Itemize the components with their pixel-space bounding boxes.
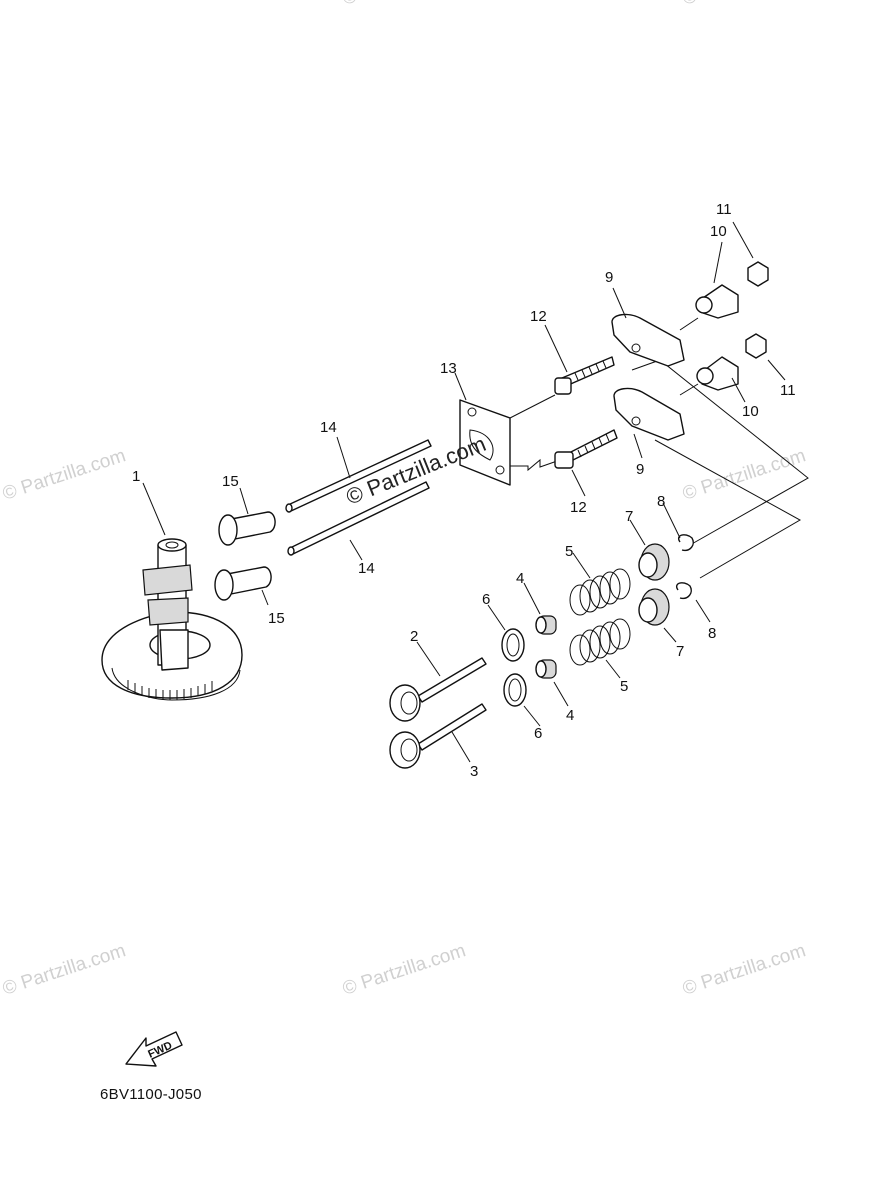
- callout-7: 7: [676, 643, 684, 660]
- callout-6: 6: [534, 725, 542, 742]
- callout-11: 11: [780, 382, 796, 399]
- callouts: 1 2 3 4 4 5 5 6 6 7 7 8 8 9 9 10 10 11 1…: [132, 201, 796, 780]
- stem-seal-part-4: [535, 615, 557, 679]
- rocker-arm-part-9: [611, 313, 685, 441]
- valve-lifter-part-15: [214, 511, 276, 601]
- gear-teeth: [127, 680, 213, 700]
- callout-2: 2: [410, 628, 418, 645]
- callout-15: 15: [268, 610, 285, 627]
- watermark: © Partzilla.com: [340, 940, 468, 1000]
- callout-6: 6: [482, 591, 490, 608]
- collet-part-8: [676, 534, 694, 600]
- camshaft-part-1: [101, 538, 243, 701]
- callout-7: 7: [625, 508, 633, 525]
- stud-part-12: [554, 356, 618, 469]
- watermark: © Partzilla.com: [680, 445, 808, 505]
- callout-1: 1: [132, 468, 140, 485]
- callout-14: 14: [358, 560, 375, 577]
- callout-13: 13: [440, 360, 457, 377]
- gasket-part-13: [459, 399, 511, 486]
- watermark: © Partzilla.com: [0, 940, 128, 1000]
- fwd-arrow-icon: FWD: [125, 1031, 183, 1067]
- valve-spring-part-5: [569, 568, 631, 666]
- callout-8: 8: [708, 625, 716, 642]
- watermark: © Partzilla.com: [340, 0, 468, 10]
- callout-4: 4: [516, 570, 524, 587]
- callout-10: 10: [742, 403, 759, 420]
- callout-12: 12: [570, 499, 587, 516]
- callout-10: 10: [710, 223, 727, 240]
- spring-seat-part-6: [501, 628, 527, 707]
- callout-14: 14: [320, 419, 337, 436]
- exhaust-valve-part-3: [389, 703, 487, 769]
- intake-valve-part-2: [389, 657, 487, 722]
- spring-retainer-part-7: [638, 543, 670, 626]
- callout-9: 9: [636, 461, 644, 478]
- callout-11: 11: [716, 201, 732, 218]
- push-rod-part-14: [285, 439, 432, 556]
- callout-5: 5: [620, 678, 628, 695]
- callout-3: 3: [470, 763, 478, 780]
- callout-4: 4: [566, 707, 574, 724]
- pivot-part-10: [695, 284, 739, 391]
- assembly-lines: [509, 317, 809, 579]
- watermark: © Partzilla.com: [680, 940, 808, 1000]
- leader-lines: [142, 221, 786, 763]
- callout-9: 9: [605, 269, 613, 286]
- fwd-label: FWD: [146, 1040, 174, 1061]
- callout-5: 5: [565, 543, 573, 560]
- watermark: © Partzilla.com: [0, 445, 128, 505]
- nut-part-11: [745, 261, 769, 359]
- callout-8: 8: [657, 493, 665, 510]
- watermark: © Partzilla.com: [680, 0, 808, 10]
- callout-12: 12: [530, 308, 547, 325]
- callout-15: 15: [222, 473, 239, 490]
- diagram-code: 6BV1100-J050: [100, 1086, 202, 1103]
